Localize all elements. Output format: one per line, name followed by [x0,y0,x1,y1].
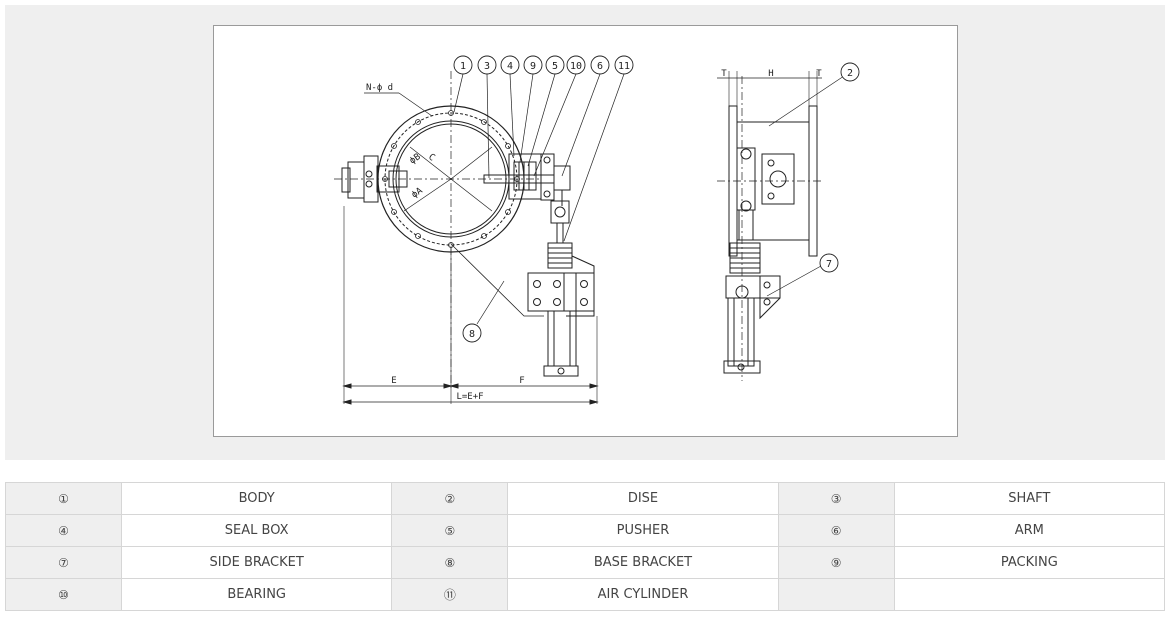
callout-label-4: 4 [507,61,513,72]
table-row: ④ SEAL BOX ⑤ PUSHER ⑥ ARM [5,514,1166,547]
front-view [334,71,625,405]
part-number: ④ [5,514,122,547]
label-f: F [519,376,524,386]
part-number: ⑥ [777,514,895,547]
label-t-right: T [816,69,822,79]
label-h: H [768,69,773,79]
part-name: BODY [120,482,393,515]
part-name: DISE [507,482,779,515]
callout-bubble-11 [614,55,634,75]
part-number: ③ [777,482,895,515]
callout-bubble-8 [462,323,482,343]
callout-bubble-1 [453,55,473,75]
part-name: PUSHER [507,514,779,547]
table-row: ⑦ SIDE BRACKET ⑧ BASE BRACKET ⑨ PACKING [5,546,1166,579]
callout-bubble-3 [477,55,497,75]
part-name: PACKING [893,546,1166,579]
label-length: L=E+F [456,392,483,402]
part-name: BASE BRACKET [507,546,779,579]
callout-bubble-10 [566,55,586,75]
callout-label-6: 6 [597,61,603,72]
callout-label-1: 1 [460,61,466,72]
callout-label-7: 7 [826,259,832,270]
part-name: SIDE BRACKET [120,546,393,579]
part-number: ⑨ [777,546,895,579]
label-t-left: T [721,69,727,79]
part-name: SHAFT [893,482,1166,515]
part-name: SEAL BOX [120,514,393,547]
callout-bubble-9 [523,55,543,75]
part-number: ⑧ [391,546,509,579]
callout-bubble-7 [819,253,839,273]
callout-label-10: 10 [570,61,582,72]
callout-label-8: 8 [469,329,475,340]
callout-bubble-4 [500,55,520,75]
part-name: ARM [893,514,1166,547]
callout-bubble-2 [840,62,860,82]
side-view [717,71,845,381]
part-number: ⑪ [391,578,509,611]
label-dia-b: ϕB [408,152,423,166]
callout-label-11: 11 [618,61,630,72]
parts-table: ① BODY ② DISE ③ SHAFT ④ SEAL BOX ⑤ PUSHE… [5,482,1166,611]
part-number-empty [777,578,895,611]
part-number: ⑩ [5,578,122,611]
part-name: BEARING [120,578,393,611]
callout-bubble-5 [545,55,565,75]
callout-bubble-6 [590,55,610,75]
callout-label-2: 2 [847,68,853,79]
part-number: ⑤ [391,514,509,547]
label-e: E [391,376,396,386]
callout-label-3: 3 [484,61,490,72]
part-name: AIR CYLINDER [507,578,779,611]
label-bolt-holes: N-ϕ d [366,83,393,93]
callout-label-5: 5 [552,61,558,72]
part-number: ⑦ [5,546,122,579]
table-row: ⑩ BEARING ⑪ AIR CYLINDER [5,578,1166,611]
table-row: ① BODY ② DISE ③ SHAFT [5,482,1166,515]
butterfly-valve-drawing: 1 3 4 9 5 10 6 11 2 7 8 N-ϕ d ϕA ϕB C E … [334,55,860,405]
drawing-panel: 1 3 4 9 5 10 6 11 2 7 8 N-ϕ d ϕA ϕB C E … [5,5,1165,460]
label-dia-c: C [426,152,436,163]
part-number: ② [391,482,509,515]
part-number: ① [5,482,122,515]
technical-drawing-frame: 1 3 4 9 5 10 6 11 2 7 8 N-ϕ d ϕA ϕB C E … [213,25,958,437]
callout-label-9: 9 [530,61,536,72]
part-name-empty [893,578,1166,611]
